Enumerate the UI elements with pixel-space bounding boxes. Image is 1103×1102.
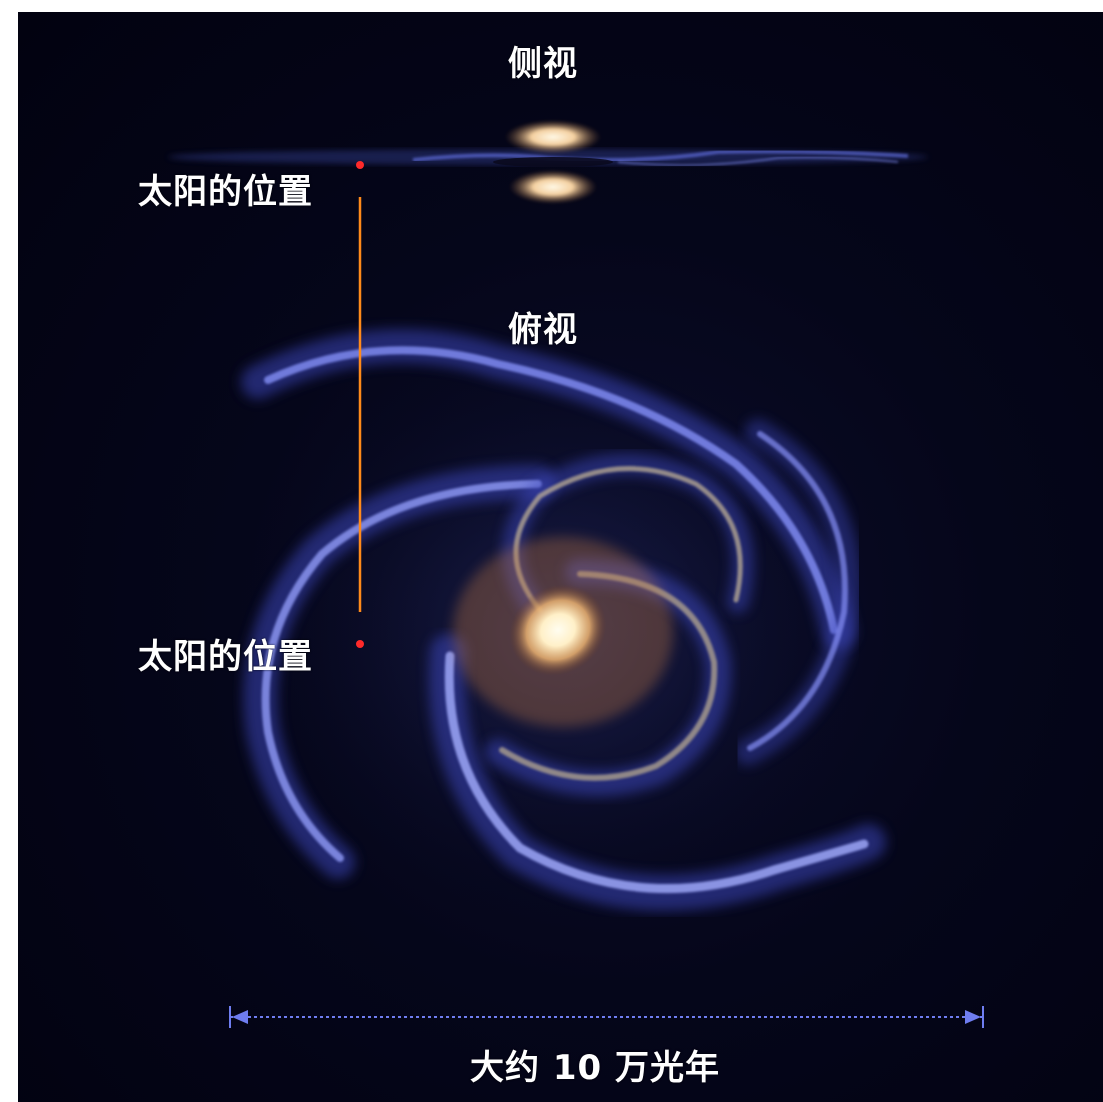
- side-view-title: 侧视: [508, 44, 578, 84]
- side-view-galaxy: [168, 120, 928, 204]
- galaxy-diagram: 侧视 太阳的位置 俯视 太阳的位置 大约 10 万光年: [18, 12, 1103, 1102]
- scale-label: 大约 10 万光年: [470, 1048, 720, 1088]
- scale-bar: [229, 1006, 984, 1028]
- spiral-arms: [241, 329, 886, 911]
- galaxy-illustration: [168, 120, 984, 1028]
- galaxy-core: [509, 584, 607, 676]
- top-view-title: 俯视: [508, 310, 578, 350]
- sun-marker-top: [356, 640, 364, 648]
- sun-position-label-side: 太阳的位置: [138, 172, 313, 212]
- sun-marker-side: [356, 161, 364, 169]
- sun-position-label-top: 太阳的位置: [138, 637, 313, 677]
